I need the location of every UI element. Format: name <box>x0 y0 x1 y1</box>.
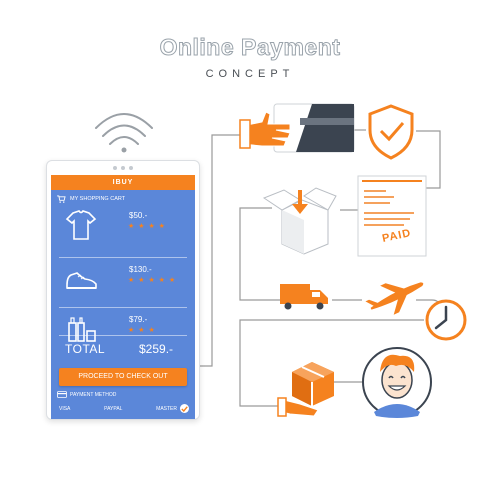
total-label: TOTAL <box>65 342 106 356</box>
cosmetics-icon <box>68 317 96 342</box>
parcel-handover-icon <box>277 362 334 417</box>
card-payment-icon <box>239 103 355 153</box>
phone-screen: IBUY MY SHOPPING CART $50.- ★ ★ ★ ★ $130… <box>51 175 195 419</box>
item-rating-stars: ★ ★ ★ ★ ★ <box>128 277 177 284</box>
security-shield-icon <box>368 104 414 160</box>
payment-option-visa[interactable]: VISA <box>59 405 71 412</box>
cart-header: MY SHOPPING CART <box>57 195 125 203</box>
total-value: $259.- <box>139 342 174 356</box>
cart-item[interactable]: $79.- ★ ★ ★ <box>51 313 195 353</box>
divider <box>59 335 187 336</box>
payment-options: VISA PAYPAL MASTER <box>59 404 189 413</box>
delivery-truck-icon <box>280 284 328 310</box>
item-price: $50.- <box>129 211 148 220</box>
happy-customer-icon <box>362 347 432 418</box>
payment-option-paypal[interactable]: PAYPAL <box>104 405 123 412</box>
clock-icon <box>425 299 467 341</box>
airplane-icon <box>365 282 424 315</box>
tshirt-icon <box>65 210 97 240</box>
item-rating-stars: ★ ★ ★ ★ <box>128 223 166 230</box>
invoice-icon <box>357 175 427 257</box>
package-icon <box>262 187 337 255</box>
app-title: IBUY <box>51 175 195 190</box>
divider <box>59 257 187 258</box>
payment-option-master[interactable]: MASTER <box>156 404 189 413</box>
smartphone: IBUY MY SHOPPING CART $50.- ★ ★ ★ ★ $130… <box>46 160 200 420</box>
wifi-icon <box>95 113 153 153</box>
checkout-button[interactable]: PROCEED TO CHECK OUT <box>59 368 187 386</box>
cart-title: MY SHOPPING CART <box>70 196 126 202</box>
item-price: $130.- <box>129 265 152 274</box>
item-price: $79.- <box>129 315 148 324</box>
cart-item[interactable]: $130.- ★ ★ ★ ★ ★ <box>51 263 195 303</box>
payment-option-master-label: MASTER <box>156 405 177 412</box>
selected-check-icon <box>180 404 189 413</box>
cart-item[interactable]: $50.- ★ ★ ★ ★ <box>51 209 195 249</box>
divider <box>59 307 187 308</box>
page-title: Online Payment <box>159 34 341 61</box>
payment-method-label: PAYMENT METHOD <box>70 391 117 398</box>
cart-icon <box>57 195 66 203</box>
camera-dots <box>113 166 133 170</box>
page-subtitle: CONCEPT <box>205 68 295 80</box>
item-rating-stars: ★ ★ ★ <box>128 327 156 334</box>
credit-card-icon <box>57 391 67 398</box>
shoe-icon <box>66 272 97 289</box>
payment-method-header: PAYMENT METHOD <box>57 391 116 398</box>
